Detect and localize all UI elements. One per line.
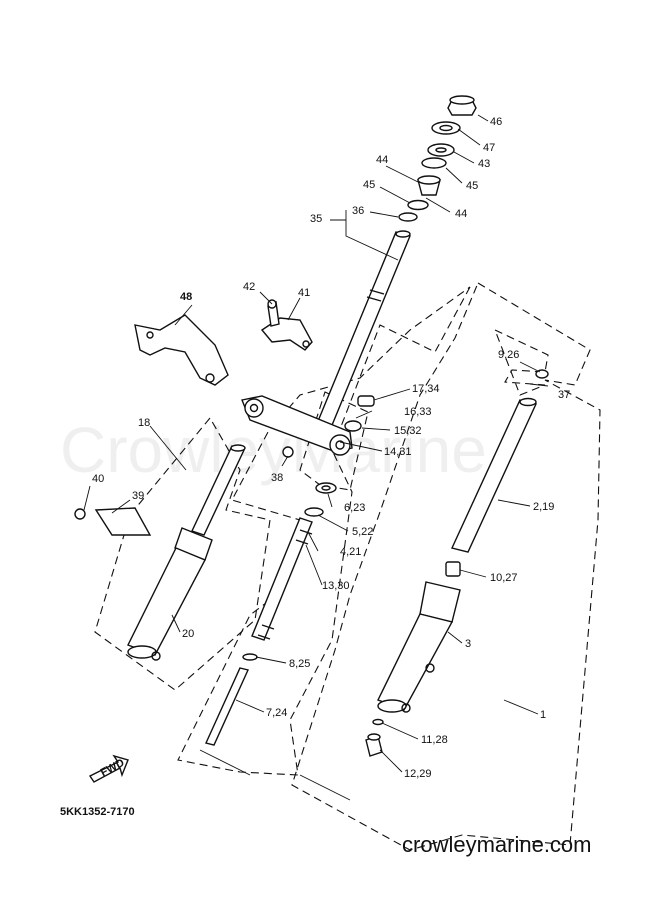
label-45-right: 45 (466, 180, 478, 192)
fwd-arrow-icon: FWD (88, 754, 129, 783)
part-code: 5KK1352-7170 (60, 806, 135, 818)
label-48: 48 (180, 291, 192, 303)
label-45-left: 45 (363, 179, 375, 191)
label-9-26: 9,26 (498, 349, 519, 361)
label-37: 37 (558, 389, 570, 401)
label-46: 46 (490, 116, 502, 128)
label-39: 39 (132, 490, 144, 502)
label-36: 36 (352, 205, 364, 217)
label-43: 43 (478, 158, 490, 170)
label-5-22: 5,22 (352, 526, 373, 538)
label-2-19: 2,19 (533, 501, 554, 513)
label-7-24: 7,24 (266, 707, 287, 719)
label-17-34: 17,34 (412, 383, 440, 395)
label-4-21: 4,21 (340, 546, 361, 558)
label-12-29: 12,29 (404, 768, 432, 780)
label-44-top: 44 (376, 154, 388, 166)
damper-rod (205, 517, 313, 746)
under-bracket (241, 395, 353, 456)
label-41: 41 (298, 287, 310, 299)
left-fork-assembly (74, 444, 246, 661)
label-1: 1 (540, 709, 546, 721)
label-6-23: 6,23 (344, 502, 365, 514)
label-44-bottom: 44 (455, 208, 467, 220)
label-10-27: 10,27 (490, 572, 518, 584)
label-20: 20 (182, 628, 194, 640)
bracket-48 (134, 314, 229, 386)
label-3: 3 (465, 638, 471, 650)
label-40: 40 (92, 473, 104, 485)
label-11-28: 11,28 (421, 734, 448, 746)
label-42: 42 (243, 281, 255, 293)
label-14-31: 14,31 (384, 446, 412, 458)
right-fork-assembly (365, 397, 537, 757)
label-8-25: 8,25 (289, 658, 310, 670)
site-url: crowleymarine.com (402, 832, 592, 857)
label-13-30: 13,30 (322, 580, 350, 592)
small-seals (282, 369, 549, 517)
dashed-group-outlines (94, 282, 601, 851)
label-38: 38 (271, 472, 283, 484)
steering-head-stack (398, 95, 477, 222)
leader-lines (83, 114, 549, 801)
label-15-32: 15,32 (394, 425, 422, 437)
label-47: 47 (483, 142, 495, 154)
label-16-33: 16,33 (404, 406, 432, 418)
clamp-41 (260, 299, 313, 351)
callout-labels: 46 47 43 44 45 45 44 36 35 48 42 41 9,26… (92, 116, 570, 780)
label-18: 18 (138, 417, 150, 429)
label-35: 35 (310, 213, 322, 225)
